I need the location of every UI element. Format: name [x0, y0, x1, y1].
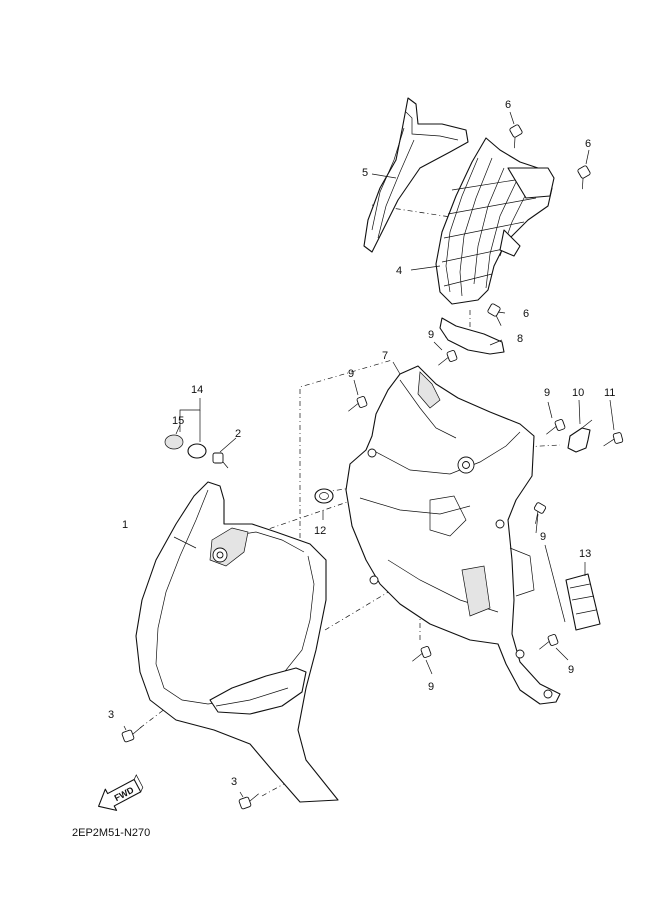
part-7-inner-panel: [345, 365, 561, 705]
callout-6a: 6: [505, 99, 511, 111]
callout-8: 8: [517, 333, 523, 345]
screw-2: [212, 452, 229, 469]
callout-9c: 9: [544, 387, 550, 399]
callout-12: 12: [314, 525, 326, 537]
callout-11: 11: [604, 387, 615, 399]
callout-1: 1: [122, 519, 128, 531]
screw-9-a: [438, 350, 458, 366]
screw-9-b: [348, 396, 368, 412]
part-5-side-strip: [363, 97, 469, 253]
callout-9a: 9: [428, 329, 434, 341]
screw-9-d: [533, 502, 547, 524]
part-13-reflector: [565, 573, 601, 631]
screw-9-e: [412, 646, 432, 662]
part-10-clip: [567, 419, 593, 453]
callout-13: 13: [579, 548, 591, 560]
callout-9b: 9: [348, 368, 354, 380]
screw-9-f: [539, 634, 559, 650]
callout-6c: 6: [523, 308, 529, 320]
callout-3b: 3: [231, 776, 237, 788]
part-1-front-cover: [135, 481, 339, 803]
screw-3-lower: [238, 793, 259, 810]
callout-2: 2: [235, 428, 241, 440]
screw-6-top: [509, 124, 523, 149]
screw-9-c: [546, 419, 566, 435]
callout-10: 10: [572, 387, 584, 399]
part-4-grille-panel: [435, 137, 555, 305]
callout-3a: 3: [108, 709, 114, 721]
callout-15: 15: [172, 415, 184, 427]
callout-9e: 9: [428, 681, 434, 693]
callout-labels: 1 2 3 3 4 5 6 6 6 7 8 9 9 9 9 9 9 10 11 …: [108, 99, 615, 788]
callout-9f: 9: [568, 664, 574, 676]
callout-5: 5: [362, 167, 368, 179]
callout-14: 14: [191, 384, 203, 396]
leader-lines: [123, 111, 615, 798]
screw-6-right: [577, 165, 591, 190]
callout-6b: 6: [585, 138, 591, 150]
part-8-bracket: [439, 317, 505, 355]
callout-9d: 9: [540, 531, 546, 543]
screw-3-upper: [121, 726, 142, 743]
fasteners: [121, 124, 624, 810]
screw-11: [603, 432, 624, 447]
diagram-code: 2EP2M51-N270: [72, 827, 150, 839]
screw-6-bottom: [487, 303, 502, 326]
callout-4: 4: [396, 265, 402, 277]
part-12-grommet: [314, 488, 334, 504]
part-15-cap: [164, 434, 184, 450]
callout-7: 7: [382, 350, 388, 362]
fwd-arrow-icon: FWD: [98, 774, 144, 811]
part-14-cap: [187, 443, 207, 459]
